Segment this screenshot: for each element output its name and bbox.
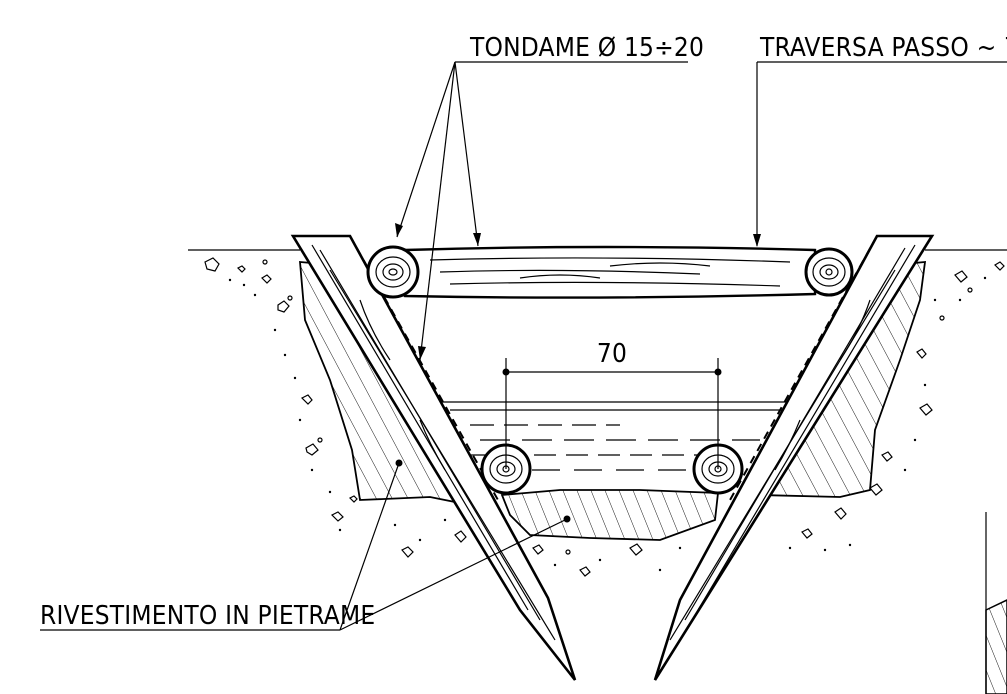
partial-detail-right bbox=[985, 512, 1007, 694]
water-surface bbox=[440, 401, 790, 471]
log-top-left bbox=[366, 245, 420, 299]
dimension-label: 70 bbox=[597, 339, 627, 369]
leader-rivestimento bbox=[40, 459, 571, 631]
stone-lining-bottom bbox=[500, 489, 720, 541]
label-rivestimento: RIVESTIMENTO IN PIETRAME bbox=[40, 601, 375, 631]
stake-right bbox=[653, 234, 935, 681]
soil-dots bbox=[228, 276, 987, 572]
label-traversa: TRAVERSA PASSO ~ 7 m bbox=[759, 33, 1007, 63]
dimension-line bbox=[502, 358, 722, 469]
label-tondame: TONDAME Ø 15÷20 bbox=[469, 33, 704, 63]
stake-left bbox=[290, 234, 577, 681]
leader-tondame bbox=[395, 61, 688, 361]
log-top-right bbox=[804, 247, 854, 297]
soil-gravel bbox=[204, 257, 1005, 577]
transverse-beam bbox=[403, 245, 817, 299]
leader-traversa bbox=[753, 61, 1007, 247]
